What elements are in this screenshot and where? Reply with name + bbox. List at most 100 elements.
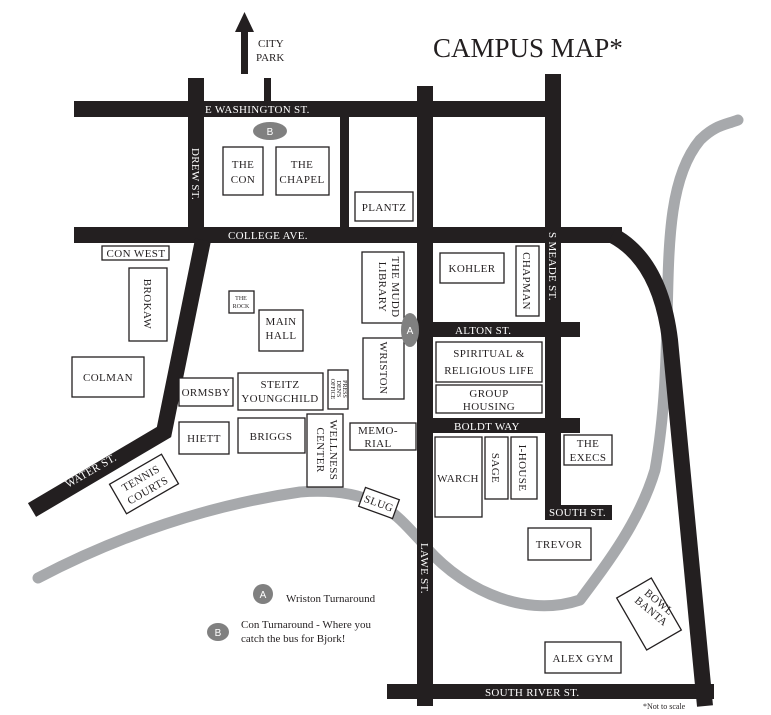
road-college-ave-h [74, 227, 622, 243]
marker-a[interactable]: A [401, 313, 419, 347]
building-label: ORMSBY [182, 387, 231, 399]
legend-b-text-line1: Con Turnaround - Where you [241, 619, 371, 631]
building-label: SAGE [489, 453, 501, 483]
building-label: PRESS [341, 380, 347, 398]
road-label-south-river: SOUTH RIVER ST. [485, 687, 579, 699]
road-college-ave-curve [608, 227, 713, 707]
building-label: RELIGIOUS LIFE [444, 365, 534, 377]
building-label: TREVOR [536, 539, 583, 551]
building-the-execs[interactable]: THE EXECS [563, 434, 613, 466]
building-label: COLMAN [83, 372, 133, 384]
road-water [27, 238, 211, 517]
building-label: ROCK [233, 304, 250, 310]
river [32, 114, 744, 612]
building-label: MEMO- [358, 425, 398, 437]
marker-b-label: B [267, 127, 274, 138]
road-label-alton: ALTON ST. [455, 325, 511, 337]
building-label: THE [232, 159, 255, 171]
building-wriston[interactable]: WRISTON [362, 337, 405, 400]
building-slug[interactable]: SLUG [357, 486, 401, 520]
road-drew [188, 78, 204, 238]
building-chapman[interactable]: CHAPMAN [515, 245, 540, 317]
building-colman[interactable]: COLMAN [71, 356, 145, 398]
building-label: CON [231, 174, 255, 186]
road-label-meade: S MEADE ST. [546, 232, 558, 301]
building-the-con[interactable]: THE CON [222, 146, 264, 196]
building-group-housing[interactable]: GROUP HOUSING [435, 384, 543, 414]
legend-marker-a-label: A [260, 590, 267, 601]
building-label: EXECS [570, 452, 607, 464]
building-label: WRISTON [377, 342, 389, 395]
not-to-scale-note: *Not to scale [643, 702, 686, 711]
building-hiett[interactable]: HIETT [178, 421, 230, 455]
road-south-river [387, 684, 714, 699]
marker-b[interactable]: B [253, 122, 287, 140]
building-label: GROUP [469, 388, 508, 400]
building-warch[interactable]: WARCH [434, 436, 483, 518]
building-label: CHAPMAN [520, 252, 532, 310]
building-label: CHAPEL [279, 174, 324, 186]
building-banta-bowl[interactable]: BANTA BOWL [615, 575, 686, 651]
road-alton [417, 322, 580, 337]
road-meade [545, 74, 561, 514]
building-label: KOHLER [448, 263, 495, 275]
building-label: CON WEST [107, 248, 166, 260]
building-con-west[interactable]: CON WEST [101, 245, 170, 261]
legend-marker-a [253, 584, 273, 604]
city-park-label-line1: CITY [258, 38, 284, 50]
road-boldt [417, 418, 580, 433]
building-label: WARCH [437, 473, 479, 485]
building-main-hall[interactable]: MAIN HALL [258, 309, 304, 352]
building-briggs[interactable]: BRIGGS [237, 417, 306, 454]
building-label: BROKAW [141, 279, 153, 330]
building-memorial[interactable]: MEMO- RIAL [349, 422, 417, 451]
building-mudd-library[interactable]: THE MUDD LIBRARY [361, 251, 405, 324]
map-title: CAMPUS MAP* [433, 33, 623, 63]
road-south [545, 505, 612, 520]
building-label: RIAL [364, 438, 391, 450]
building-label: WELLNESS [327, 420, 339, 481]
building-brokaw[interactable]: BROKAW [128, 267, 168, 342]
building-i-house[interactable]: I-HOUSE [510, 436, 538, 500]
building-label: HOUSING [463, 401, 515, 413]
building-trevor[interactable]: TREVOR [527, 527, 592, 561]
road-label-drew: DREW ST. [189, 148, 201, 200]
building-label: SPIRITUAL & [453, 348, 525, 360]
building-label: DEN'S [335, 381, 341, 398]
road-e-washington [74, 101, 554, 117]
legend-marker-b-label: B [215, 628, 222, 639]
road-lawe [417, 86, 433, 706]
building-ormsby[interactable]: ORMSBY [178, 377, 234, 407]
building-label: THE [235, 296, 247, 302]
legend-b-text-line2: catch the bus for Bjork! [241, 633, 345, 645]
city-park-label-line2: PARK [256, 52, 284, 64]
building-press-office[interactable]: PRESS DEN'S OFFICE [327, 369, 349, 410]
building-label: YOUNGCHILD [241, 393, 318, 405]
building-label: PLANTZ [362, 202, 407, 214]
legend-a-text: Wriston Turnaround [286, 593, 376, 605]
building-label: MAIN [266, 316, 297, 328]
building-wellness-center[interactable]: WELLNESS CENTER [306, 413, 344, 488]
building-plantz[interactable]: PLANTZ [354, 191, 414, 222]
building-steitz-youngchild[interactable]: STEITZ YOUNGCHILD [237, 372, 324, 411]
building-alex-gym[interactable]: ALEX GYM [544, 641, 622, 674]
building-spiritual-life[interactable]: SPIRITUAL & RELIGIOUS LIFE [435, 341, 543, 383]
legend-marker-b [207, 623, 229, 641]
marker-a-label: A [407, 326, 414, 337]
legend: A Wriston Turnaround B Con Turnaround - … [207, 584, 376, 645]
building-label: I-HOUSE [516, 445, 528, 492]
building-the-chapel[interactable]: THE CHAPEL [275, 146, 330, 196]
building-label: OFFICE [329, 379, 335, 400]
building-label: BRIGGS [250, 431, 293, 443]
building-sage[interactable]: SAGE [484, 436, 509, 500]
building-the-rock[interactable]: THE ROCK [228, 290, 255, 314]
building-label: CENTER [314, 427, 326, 472]
building-label: THE [577, 438, 600, 450]
road-chapel-lane [264, 78, 271, 108]
building-kohler[interactable]: KOHLER [439, 252, 505, 284]
building-label: ALEX GYM [553, 653, 614, 665]
road-label-lawe: LAWE ST. [418, 543, 430, 594]
building-label: STEITZ [260, 379, 299, 391]
building-label: LIBRARY [376, 262, 388, 312]
